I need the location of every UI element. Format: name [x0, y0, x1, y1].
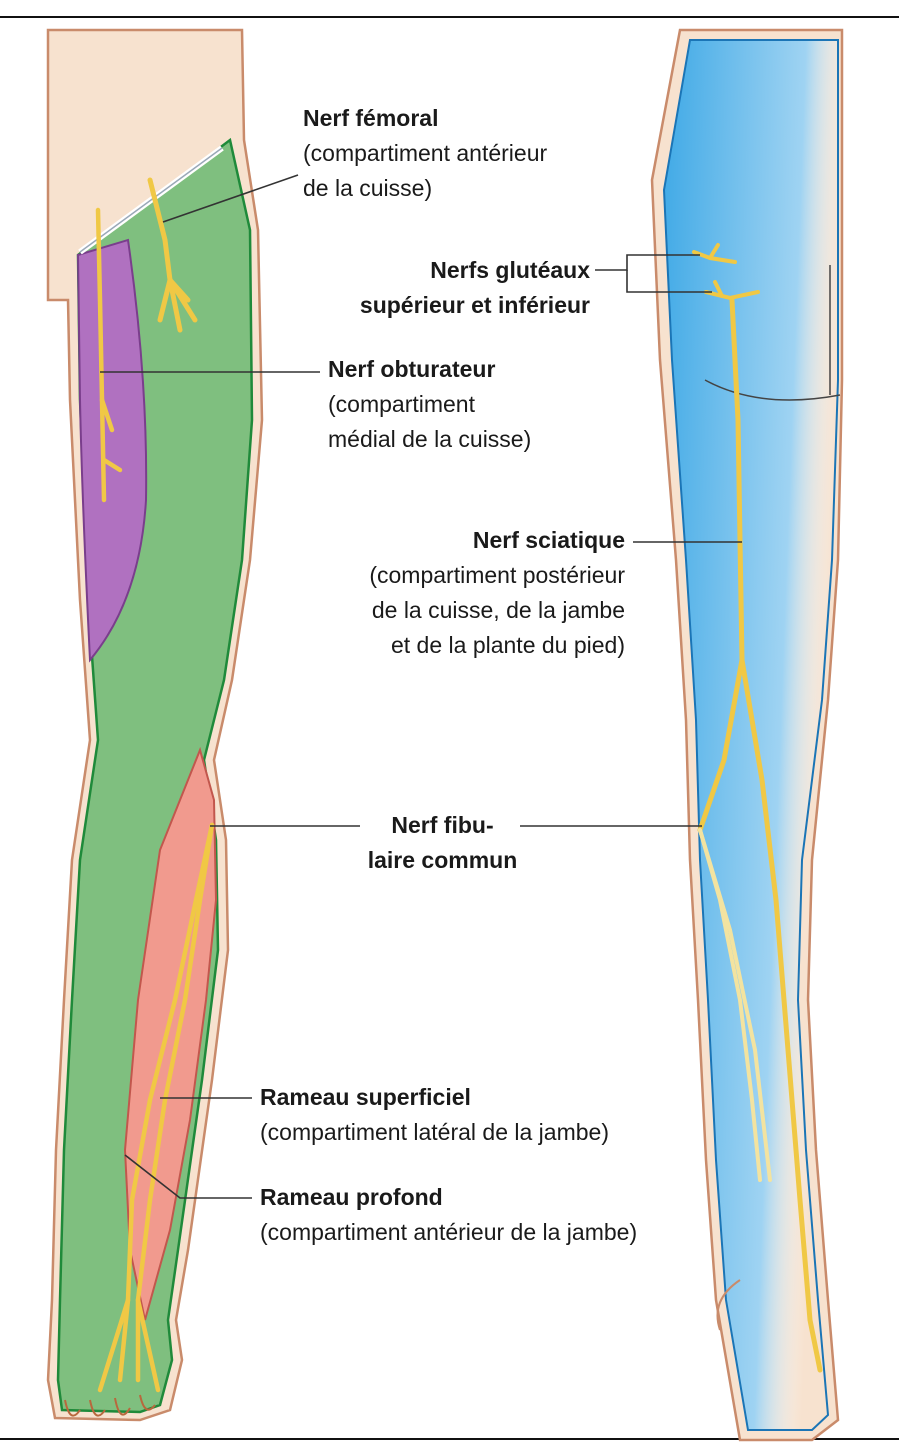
top-border	[0, 16, 899, 18]
femoral-nerve-title: Nerf fémoral	[303, 105, 439, 131]
femoral-nerve-label: Nerf fémoral (compartiment antérieur de …	[303, 101, 547, 206]
gluteal-nerves-title-2: supérieur et inférieur	[359, 292, 590, 318]
femoral-nerve-desc-1: (compartiment antérieur	[303, 140, 548, 166]
medial-thigh-compartment	[76, 238, 148, 663]
superficial-branch-title: Rameau superficiel	[260, 1084, 471, 1110]
gluteal-nerves	[692, 243, 760, 301]
toes	[64, 1394, 156, 1417]
gluteal-nerves-title-1: Nerfs glutéaux	[430, 257, 590, 283]
deep-branch-label: Rameau profond (compartiment antérieur d…	[260, 1180, 637, 1250]
gluteal-nerves-label: Nerfs glutéaux supérieur et inférieur	[300, 253, 590, 323]
lateral-leg-compartment	[123, 746, 218, 1321]
posterior-compartment	[662, 39, 839, 1431]
sciatic-nerve-title: Nerf sciatique	[472, 527, 625, 553]
superficial-branch-label: Rameau superficiel (compartiment latéral…	[260, 1080, 609, 1150]
sciatic-nerve-desc-3: et de la plante du pied)	[390, 632, 625, 658]
sciatic-nerve	[697, 297, 823, 1373]
femoral-nerve-desc-2: de la cuisse)	[303, 175, 433, 201]
fibular-nerves-anterior	[97, 822, 215, 1393]
sciatic-nerve-desc-1: (compartiment postérieur	[369, 562, 625, 588]
sural-branches	[698, 828, 772, 1182]
deep-branch-title: Rameau profond	[260, 1184, 443, 1210]
femoral-nerve	[147, 177, 198, 333]
common-fibular-nerve-title-2: laire commun	[367, 847, 518, 873]
bottom-border	[0, 1438, 899, 1440]
common-fibular-nerve-title-1: Nerf fibu-	[391, 812, 494, 838]
posterior-leg	[650, 28, 844, 1442]
obturator-nerve-title: Nerf obturateur	[328, 356, 496, 382]
leader-lines	[100, 174, 742, 1199]
obturator-nerve	[95, 207, 123, 503]
superficial-branch-desc: (compartiment latéral de la jambe)	[260, 1119, 609, 1145]
obturator-nerve-label: Nerf obturateur (compartiment médial de …	[328, 352, 531, 457]
obturator-nerve-desc-2: médial de la cuisse)	[328, 426, 532, 452]
obturator-nerve-desc-1: (compartiment	[328, 391, 475, 417]
deep-branch-desc: (compartiment antérieur de la jambe)	[260, 1219, 638, 1245]
sciatic-nerve-desc-2: de la cuisse, de la jambe	[371, 597, 625, 623]
common-fibular-nerve-label: Nerf fibu- laire commun	[350, 808, 535, 878]
sciatic-nerve-label: Nerf sciatique (compartiment postérieur …	[290, 523, 625, 663]
anterior-leg	[46, 28, 264, 1422]
